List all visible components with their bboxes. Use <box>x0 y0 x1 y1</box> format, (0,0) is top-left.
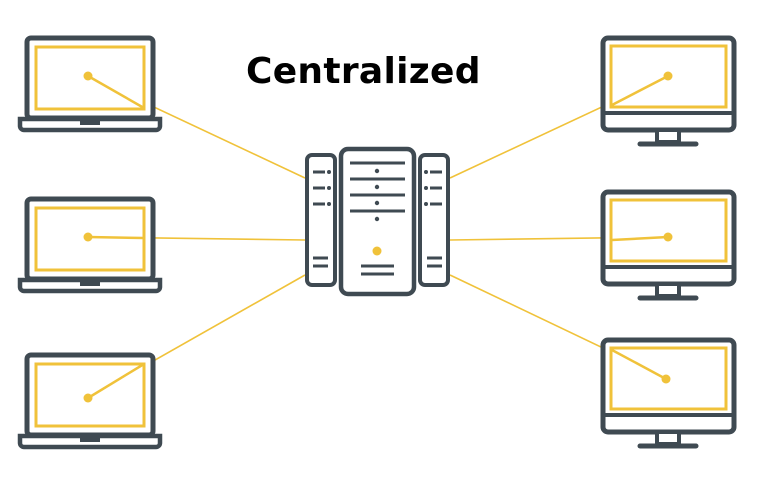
diagram-title: Centralized <box>246 51 481 92</box>
desktop-monitor-icon <box>600 189 737 301</box>
laptop-icon <box>17 196 163 294</box>
laptop-icon <box>17 352 163 450</box>
laptop-icon <box>17 35 163 133</box>
desktop-monitor-icon <box>600 337 737 449</box>
server-rack-icon <box>305 146 450 297</box>
desktop-monitor-icon <box>600 35 737 147</box>
